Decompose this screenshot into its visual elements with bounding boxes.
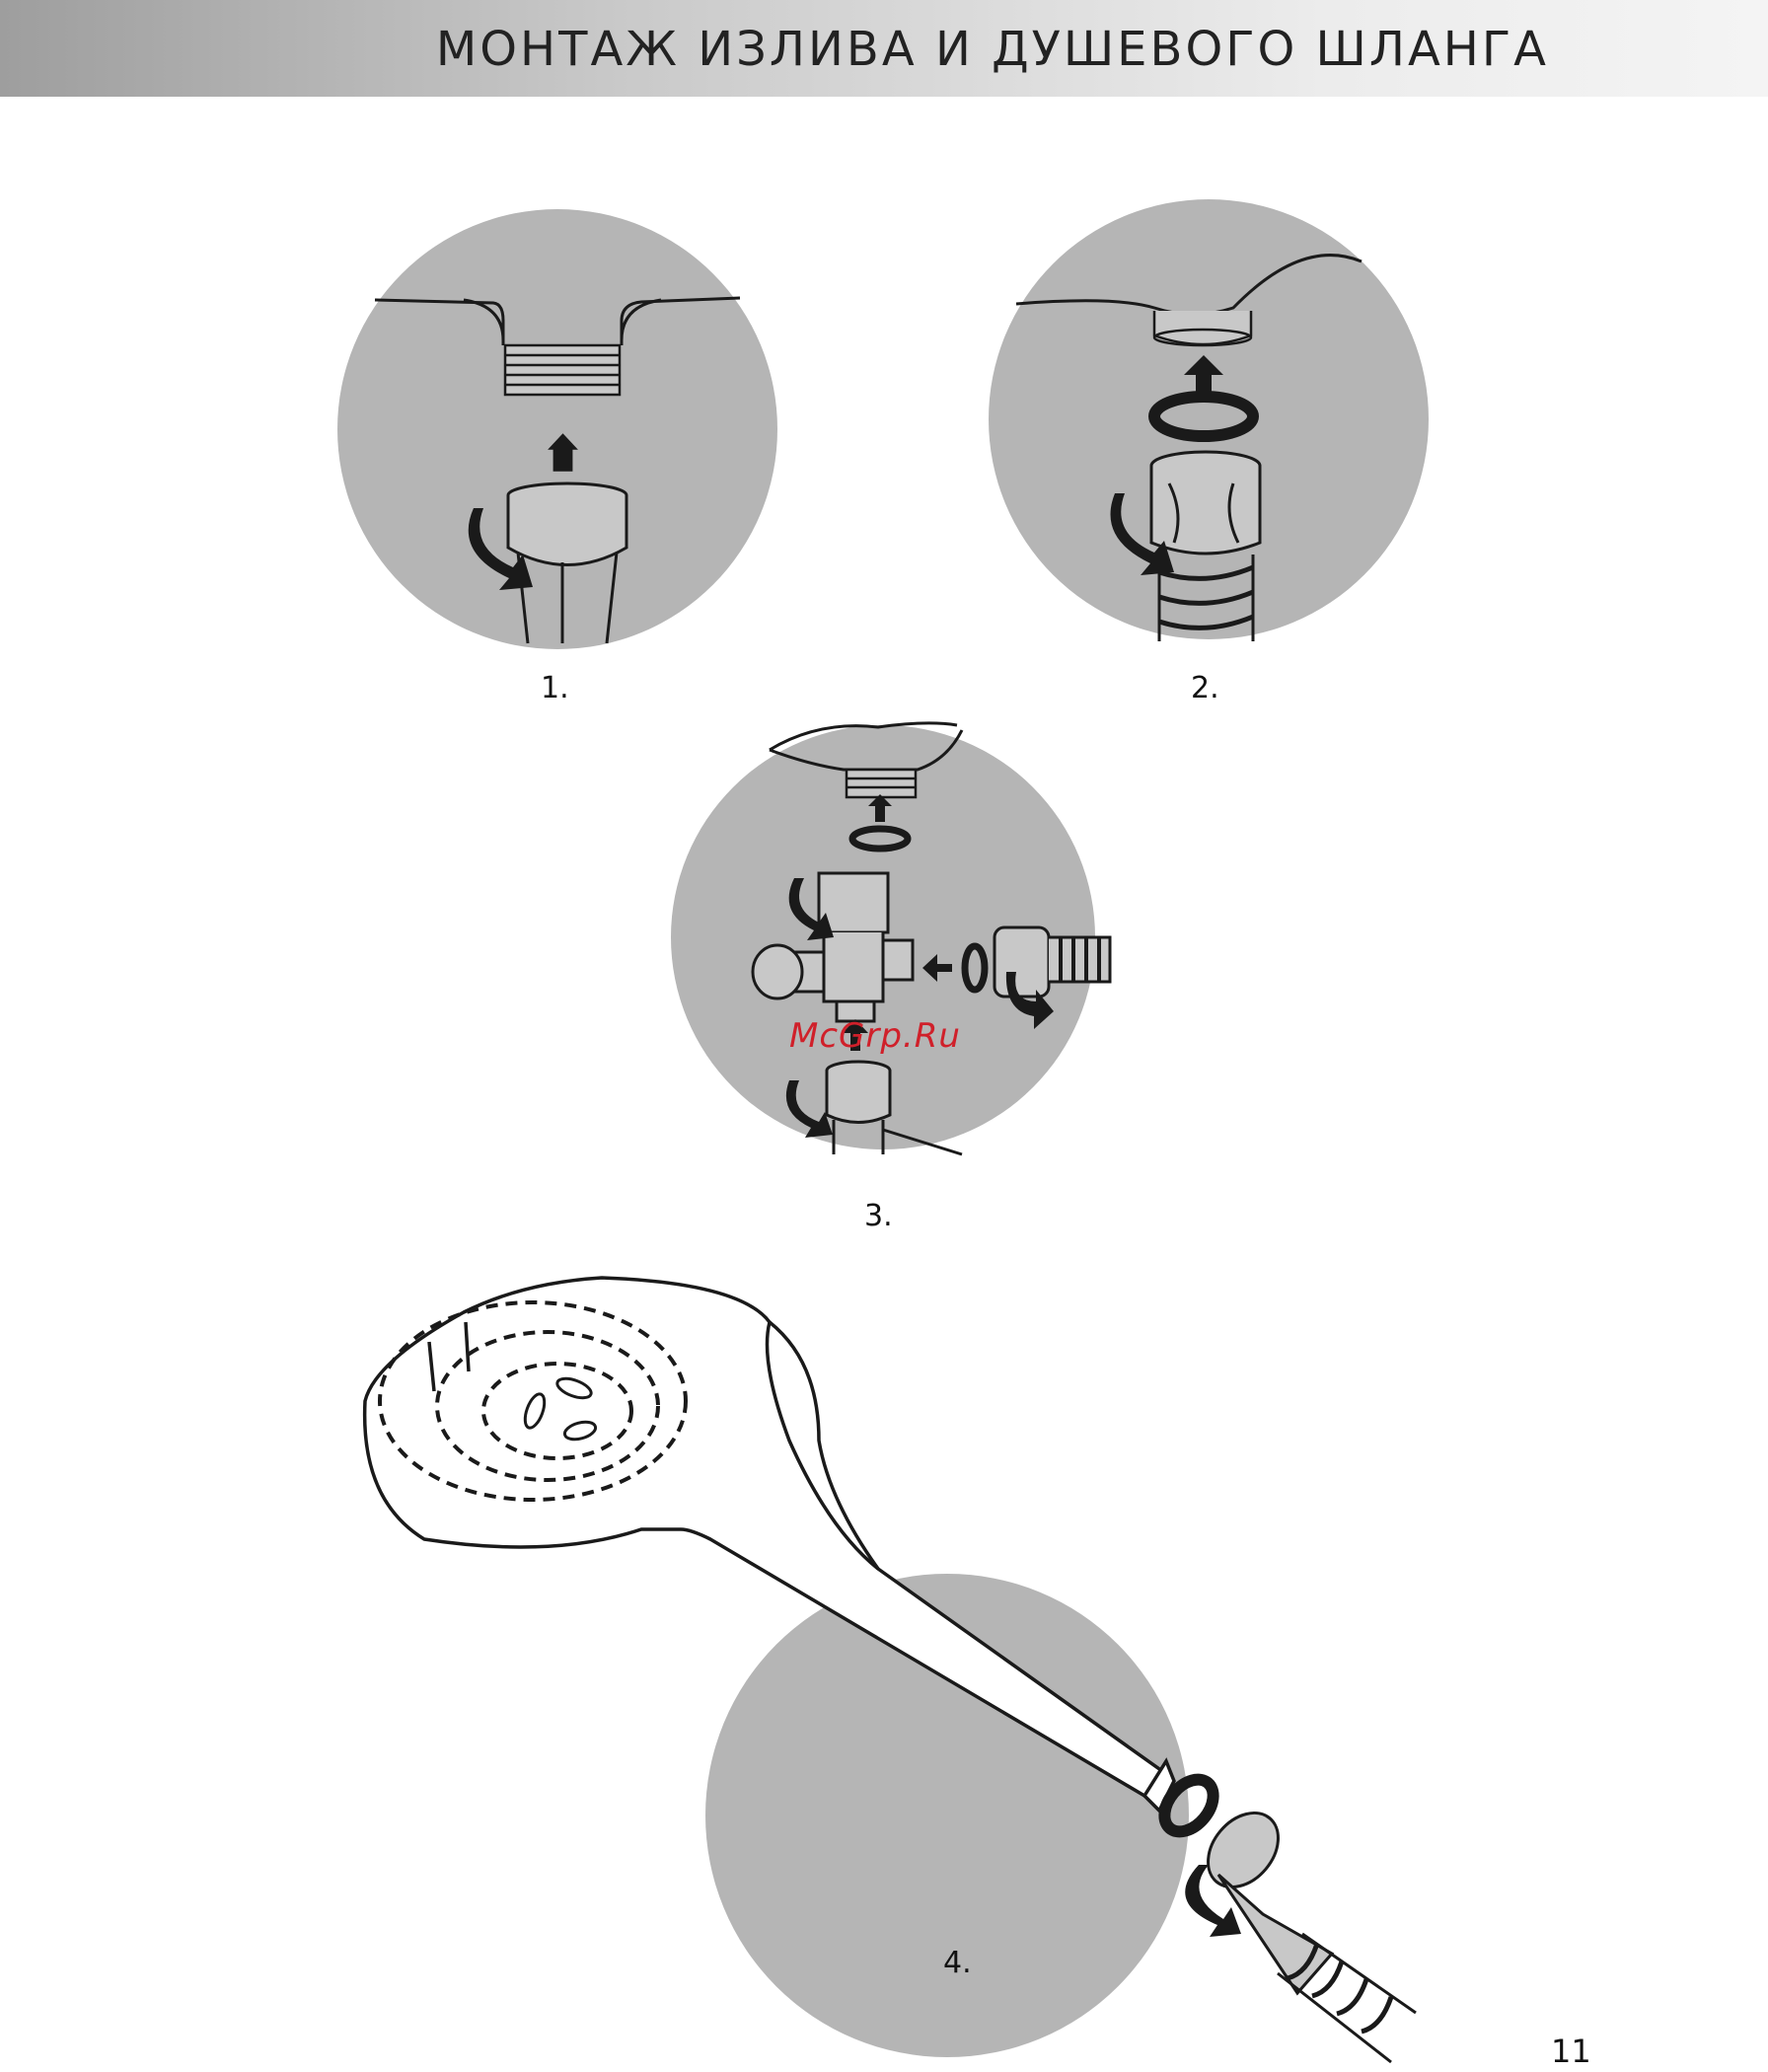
page-number: 11 [1551, 2033, 1591, 2070]
figure-3-label: 3. [864, 1199, 893, 1233]
figure-1-illustration [326, 197, 789, 661]
figure-2-background-circle [989, 199, 1429, 639]
spout-thread [1154, 311, 1251, 345]
figure-4-label: 4. [943, 1946, 972, 1980]
figure-1-label: 1. [541, 671, 569, 705]
figure-2-label: 2. [1191, 671, 1219, 705]
figure-2-illustration [977, 197, 1440, 661]
figure-4-illustration [355, 1243, 1440, 2072]
figure-1-background-circle [337, 209, 777, 649]
spout-thread [505, 345, 620, 395]
page-title: МОНТАЖ ИЗЛИВА И ДУШЕВОГО ШЛАНГА [436, 22, 1549, 77]
figure-3-illustration [661, 715, 1125, 1169]
page-header: МОНТАЖ ИЗЛИВА И ДУШЕВОГО ШЛАНГА [0, 0, 1768, 97]
spout-thread [847, 770, 916, 797]
watermark: McGrp.Ru [789, 1016, 961, 1056]
